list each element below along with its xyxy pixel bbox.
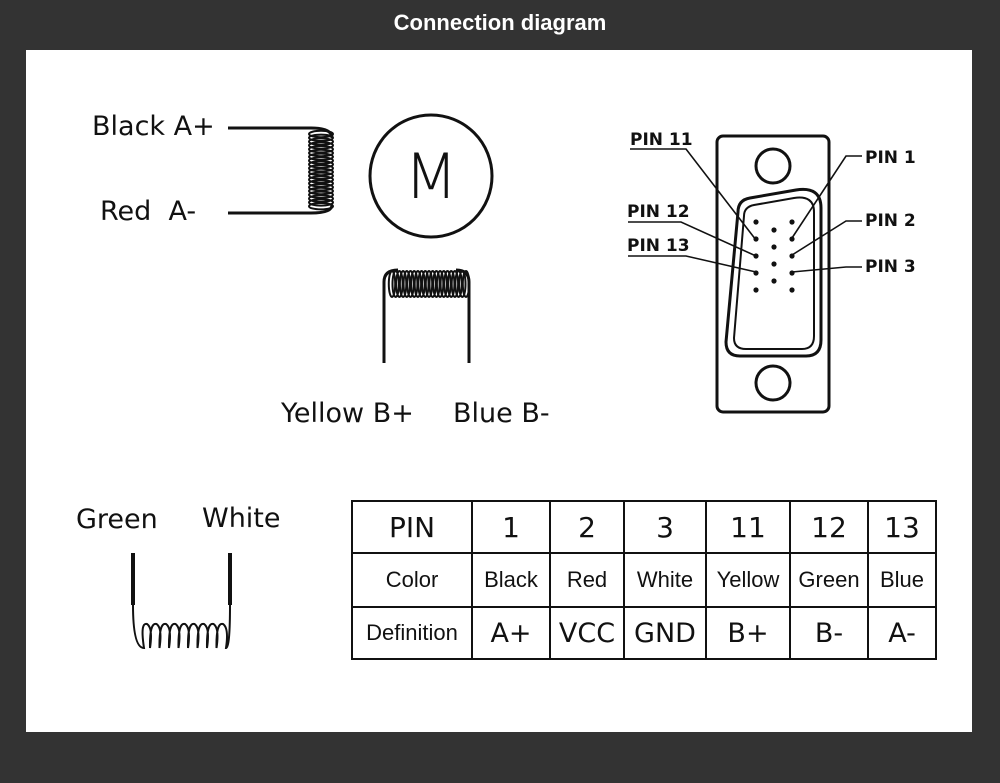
- motor-circle: [368, 113, 494, 239]
- coil-b-turn: [402, 270, 411, 298]
- pin-cell: 11: [705, 500, 791, 554]
- color-cell: Red: [549, 552, 625, 608]
- coil-a-turn: [308, 129, 334, 139]
- coil-a-turn: [308, 152, 334, 162]
- coil-a-turn: [308, 141, 334, 150]
- pin-row: PIN 1 2 3 11 12 13: [351, 500, 937, 554]
- definition-cell: A+: [471, 606, 551, 660]
- coil-a-turn: [308, 148, 334, 158]
- coil-c: [131, 553, 232, 650]
- pin2-label: PIN 2: [865, 211, 916, 231]
- coil-a-turn: [308, 137, 334, 146]
- connector-pin: [789, 287, 795, 293]
- connector-pin: [789, 219, 795, 225]
- color-row: Color Black Red White Yellow Green Blue: [351, 552, 937, 608]
- coil-a-turn: [308, 194, 334, 203]
- coil-a-winding: [308, 126, 334, 215]
- black-a-plus-label: Black A+: [92, 111, 215, 142]
- yellow-b-plus-label: Yellow B+: [280, 398, 414, 429]
- pin-cell: 3: [623, 500, 707, 554]
- pin13-label: PIN 13: [627, 236, 690, 256]
- color-cell: Black: [471, 552, 551, 608]
- coil-b: [382, 268, 471, 363]
- definition-cell: VCC: [549, 606, 625, 660]
- definition-cell: B-: [789, 606, 869, 660]
- diagram-panel: Black A+ Red A- M Yellow B+ Blue B- Gree…: [26, 50, 972, 732]
- top-mounting-hole: [754, 147, 792, 185]
- definition-cell: GND: [623, 606, 707, 660]
- coil-a-turn: [308, 167, 334, 177]
- connector-pin: [771, 244, 777, 250]
- color-row-header: Color: [351, 552, 473, 608]
- color-cell: Green: [789, 552, 869, 608]
- coil-a-turn: [308, 179, 334, 188]
- coil-b-turn: [461, 270, 471, 298]
- coil-a-turn: [308, 183, 334, 192]
- pin11-leader: [630, 148, 757, 241]
- wiring-diagram: Black A+ Red A- M Yellow B+ Blue B- Gree…: [76, 111, 916, 650]
- motor-symbol: M: [404, 140, 458, 213]
- connector-pin: [789, 236, 795, 242]
- pin13-leader: [628, 255, 757, 273]
- coil-a-turn: [308, 164, 334, 173]
- red-a-minus-label: Red A-: [100, 196, 196, 227]
- connector-pin: [771, 227, 777, 233]
- pin-cell: 13: [867, 500, 937, 554]
- green-label: Green: [76, 504, 158, 535]
- coil-a-turn: [308, 145, 334, 154]
- definition-cell: B+: [705, 606, 791, 660]
- connector-body-outer: [724, 187, 823, 358]
- definition-row-header: Definition: [351, 606, 473, 660]
- pin12-label: PIN 12: [627, 202, 690, 222]
- white-label: White: [202, 503, 281, 534]
- pin1-label: PIN 1: [865, 148, 916, 168]
- pin12-leader: [628, 221, 757, 257]
- blue-b-minus-label: Blue B-: [453, 398, 550, 429]
- coil-b-turn: [439, 270, 448, 298]
- pin-row-header: PIN: [351, 500, 473, 554]
- color-cell: Yellow: [705, 552, 791, 608]
- coil-c-winding: [132, 604, 231, 650]
- db15-connector: [715, 134, 831, 414]
- definition-cell: A-: [867, 606, 937, 660]
- coil-b-winding: [387, 270, 471, 298]
- coil-a-turn: [308, 156, 334, 165]
- coil-a-lead-bottom: [310, 204, 334, 215]
- pin-leaders: [628, 148, 862, 273]
- connector-shell: [715, 134, 831, 414]
- bottom-mounting-hole: [754, 364, 792, 402]
- pin3-label: PIN 3: [865, 257, 916, 277]
- pin2-leader: [791, 220, 862, 256]
- connector-pin: [771, 278, 777, 284]
- coil-b-turn: [458, 270, 467, 298]
- coil-a-turn: [308, 186, 334, 196]
- coil-a-turn: [308, 160, 334, 169]
- pin-cell: 12: [789, 500, 869, 554]
- color-cell: White: [623, 552, 707, 608]
- coil-a-turn: [308, 202, 334, 211]
- definition-row: Definition A+ VCC GND B+ B- A-: [351, 606, 937, 660]
- coil-c-turns: [132, 604, 231, 650]
- pin-definition-table: PIN 1 2 3 11 12 13 Color Black Red White…: [351, 500, 937, 660]
- coil-a-turn: [308, 190, 334, 200]
- coil-a-turn: [308, 198, 334, 207]
- coil-a-turn: [308, 171, 334, 181]
- coil-a-turn: [308, 175, 334, 184]
- connector-pin: [771, 261, 777, 267]
- pin-cell: 1: [471, 500, 551, 554]
- pin1-leader: [791, 155, 862, 239]
- color-cell: Blue: [867, 552, 937, 608]
- pin11-label: PIN 11: [630, 130, 693, 150]
- pin3-leader: [791, 266, 862, 273]
- coil-a-turn: [308, 133, 334, 143]
- db15-pin-grid: [753, 219, 795, 293]
- page-title: Connection diagram: [393, 10, 607, 35]
- coil-a: [228, 126, 334, 215]
- coil-b-turn: [421, 270, 430, 298]
- connector-pin: [753, 219, 759, 225]
- connector-body-inner: [732, 196, 815, 350]
- connector-pin: [753, 287, 759, 293]
- pin-cell: 2: [549, 500, 625, 554]
